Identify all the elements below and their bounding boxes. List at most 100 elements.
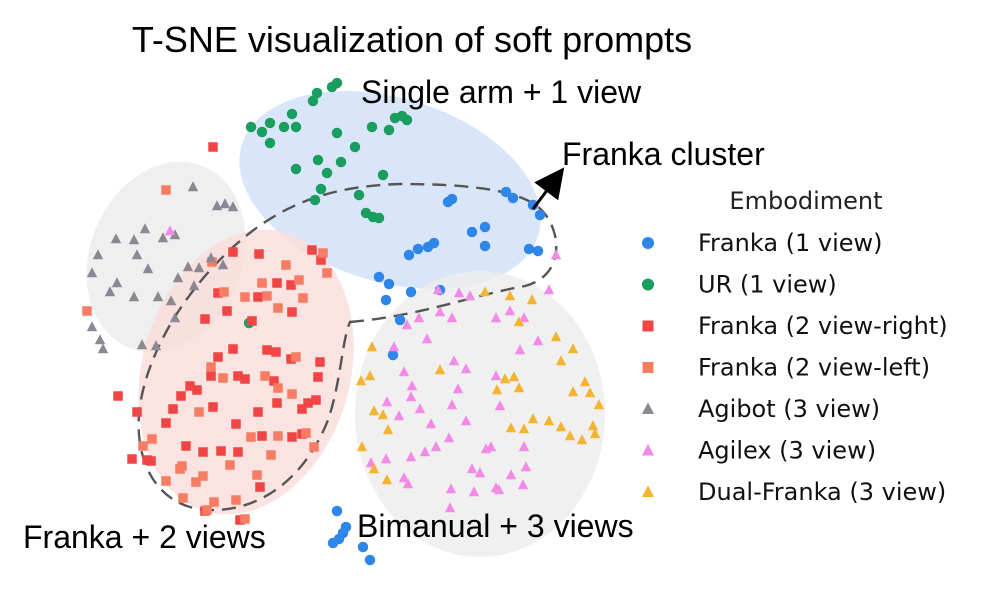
point-franka-2-view-left <box>240 292 250 302</box>
point-agibot-3-view <box>94 334 106 345</box>
point-agibot-3-view <box>150 340 162 351</box>
point-agibot-3-view <box>227 201 239 212</box>
point-agibot-3-view <box>157 232 169 243</box>
point-franka-1-view <box>403 249 415 261</box>
point-franka-1-view <box>405 286 417 298</box>
point-agilex-3-view <box>443 432 455 443</box>
point-agilex-3-view <box>164 225 176 236</box>
point-dual-franka-3-view <box>527 413 539 424</box>
point-agilex-3-view <box>518 312 530 323</box>
point-dual-franka-3-view <box>564 430 576 441</box>
point-franka-1-view <box>479 221 491 233</box>
point-ur-1-view <box>309 194 321 206</box>
point-franka-2-view-right <box>272 278 282 288</box>
point-agibot-3-view <box>104 286 116 297</box>
point-franka-2-view-left <box>318 248 328 258</box>
point-agibot-3-view <box>172 272 184 283</box>
legend-label: Agibot (3 view) <box>698 395 880 423</box>
series-agibot-3-view <box>86 181 239 354</box>
legend-item-franka-2-view-right: Franka (2 view-right) <box>642 312 948 340</box>
point-franka-2-view-right <box>198 447 208 457</box>
point-franka-1-view <box>523 243 535 255</box>
point-franka-2-view-left <box>246 432 256 442</box>
point-ur-1-view <box>315 183 327 195</box>
point-franka-2-view-right <box>192 385 202 395</box>
point-franka-2-view-right <box>208 402 218 412</box>
point-agilex-3-view <box>445 483 457 494</box>
point-agibot-3-view <box>169 229 181 240</box>
point-ur-1-view <box>312 154 324 166</box>
point-dual-franka-3-view <box>504 290 516 301</box>
point-franka-2-view-left <box>262 291 272 301</box>
point-franka-2-view-left <box>273 383 283 393</box>
point-agibot-3-view <box>139 223 151 234</box>
point-franka-2-view-left <box>301 428 311 438</box>
point-dual-franka-3-view <box>355 375 367 386</box>
point-dual-franka-3-view <box>381 474 393 485</box>
point-ur-1-view <box>245 121 257 133</box>
point-dual-franka-3-view <box>587 420 599 431</box>
point-agilex-3-view <box>504 305 516 316</box>
point-agilex-3-view <box>493 484 505 495</box>
point-franka-1-view <box>327 537 339 549</box>
point-dual-franka-3-view <box>505 422 517 433</box>
point-franka-1-view <box>373 271 385 283</box>
point-agilex-3-view <box>425 418 437 429</box>
point-ur-1-view <box>401 114 413 126</box>
legend: Embodiment Franka (1 view)UR (1 view)Fra… <box>641 187 948 506</box>
point-franka-2-view-right <box>185 381 195 391</box>
series-ur-1-view <box>243 77 413 329</box>
point-franka-2-view-right <box>286 354 296 364</box>
point-agibot-3-view <box>86 267 98 278</box>
point-dual-franka-3-view <box>508 371 520 382</box>
point-agilex-3-view <box>446 399 458 410</box>
point-agilex-3-view <box>398 366 410 377</box>
point-agibot-3-view <box>152 291 164 302</box>
point-agilex-3-view <box>460 415 472 426</box>
point-agilex-3-view <box>514 344 526 355</box>
point-agilex-3-view <box>405 391 417 402</box>
point-franka-2-view-left <box>257 278 267 288</box>
point-franka-1-view <box>422 241 434 253</box>
legend-item-franka-2-view-left: Franka (2 view-left) <box>642 354 930 382</box>
point-franka-2-view-right <box>231 419 241 429</box>
point-franka-2-view-left <box>82 306 92 316</box>
point-franka-1-view <box>364 554 376 566</box>
point-franka-2-view-left <box>225 460 235 470</box>
point-agilex-3-view <box>432 284 444 295</box>
region-bimanual-3-views <box>355 271 605 557</box>
point-franka-2-view-right <box>257 431 267 441</box>
point-franka-2-view-left <box>178 493 188 503</box>
point-agilex-3-view <box>480 443 492 454</box>
point-dual-franka-3-view <box>579 376 591 387</box>
point-ur-1-view <box>290 163 302 175</box>
point-franka-2-view-left <box>260 371 270 381</box>
point-dual-franka-3-view <box>513 382 525 393</box>
point-dual-franka-3-view <box>499 373 511 384</box>
point-franka-2-view-right <box>235 515 245 525</box>
legend-item-agibot-3-view: Agibot (3 view) <box>641 395 880 423</box>
point-franka-2-view-right <box>127 454 137 464</box>
point-agibot-3-view <box>169 312 181 323</box>
point-ur-1-view <box>286 108 298 120</box>
point-franka-2-view-right <box>286 280 296 290</box>
point-franka-1-view <box>412 243 424 255</box>
point-agilex-3-view <box>381 396 393 407</box>
point-agilex-3-view <box>550 249 562 260</box>
point-agibot-3-view <box>136 339 148 350</box>
point-ur-1-view <box>311 87 323 99</box>
legend-marker-dual-franka-3-view <box>641 485 655 497</box>
annotation-franka-2-views: Franka + 2 views <box>23 519 266 555</box>
point-franka-2-view-left <box>322 268 332 278</box>
legend-label: Franka (2 view-left) <box>698 354 930 382</box>
point-ur-1-view <box>377 169 389 181</box>
point-franka-2-view-left <box>161 476 171 486</box>
point-franka-2-view-right <box>233 447 243 457</box>
point-agilex-3-view <box>401 319 413 330</box>
point-franka-1-view <box>357 541 369 553</box>
point-agibot-3-view <box>165 295 177 306</box>
point-dual-franka-3-view <box>377 409 389 420</box>
legend-label: Agilex (3 view) <box>698 437 876 465</box>
region-single-arm-1-view <box>239 91 541 289</box>
